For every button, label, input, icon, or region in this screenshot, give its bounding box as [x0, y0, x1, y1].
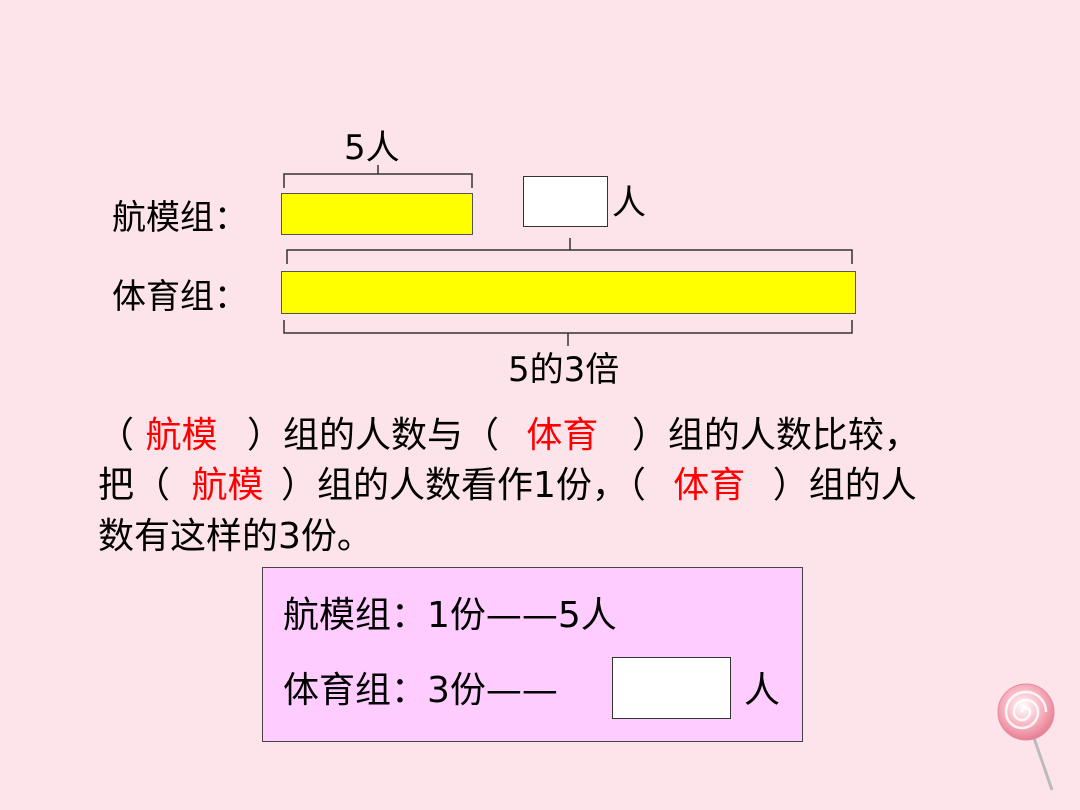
sports-group-bar	[281, 271, 856, 314]
text-segment: 把（	[98, 465, 171, 506]
row-label-sports-group: 体育组：	[112, 277, 248, 317]
paragraph-line-1: （ 航模 ）组的人数与（ 体育 ）组的人数比较，	[98, 411, 920, 461]
lollipop-swirl	[1004, 690, 1048, 730]
diagram-top-brace-label: 5人	[344, 128, 400, 168]
text-segment: ）组的人	[772, 465, 917, 506]
paragraph-line-2: 把（ 航模 ）组的人数看作1份，（ 体育 ）组的人	[98, 461, 917, 511]
text-segment: ）组的人数看作1份，（	[280, 465, 646, 506]
diagram-bottom-brace-label: 5的3倍	[508, 350, 620, 390]
model-group-bar	[281, 193, 473, 235]
answer-fill-3: 航模	[191, 465, 264, 506]
bottom-brace	[283, 320, 853, 346]
answer-fill-4: 体育	[673, 465, 746, 506]
unknown-unit-label: 人	[612, 183, 646, 223]
summary-answer-box[interactable]	[612, 657, 731, 719]
row-label-model-group: 航模组：	[112, 198, 248, 238]
lollipop-stick	[1032, 737, 1054, 791]
paren-open: （	[98, 415, 135, 456]
unknown-count-box[interactable]	[523, 176, 608, 227]
answer-fill-1: 航模	[145, 415, 218, 456]
top-brace	[283, 165, 473, 188]
answer-fill-2: 体育	[526, 415, 599, 456]
middle-brace	[286, 238, 853, 264]
summary-row-sports: 体育组：3份——	[283, 670, 558, 711]
text-segment: ）组的人数与（	[246, 415, 499, 456]
summary-unit-label: 人	[744, 670, 781, 711]
paragraph-line-3: 数有这样的3份。	[98, 516, 373, 557]
text-segment: ）组的人数比较，	[631, 415, 920, 456]
summary-row-model: 航模组：1份——5人	[283, 595, 617, 636]
